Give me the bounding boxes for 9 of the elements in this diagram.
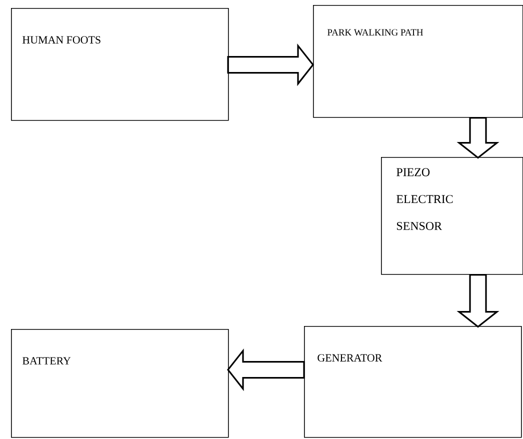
process-box: HUMAN FOOTS (11, 8, 229, 121)
process-box: PIEZO ELECTRIC SENSOR (381, 156, 523, 275)
block-arrow (456, 117, 500, 159)
process-box: GENERATOR (304, 326, 522, 438)
block-arrow (227, 44, 314, 86)
process-box: PARK WALKING PATH (313, 4, 523, 118)
process-box: BATTERY (11, 328, 229, 438)
block-arrow (226, 348, 305, 392)
block-arrow (456, 274, 500, 328)
